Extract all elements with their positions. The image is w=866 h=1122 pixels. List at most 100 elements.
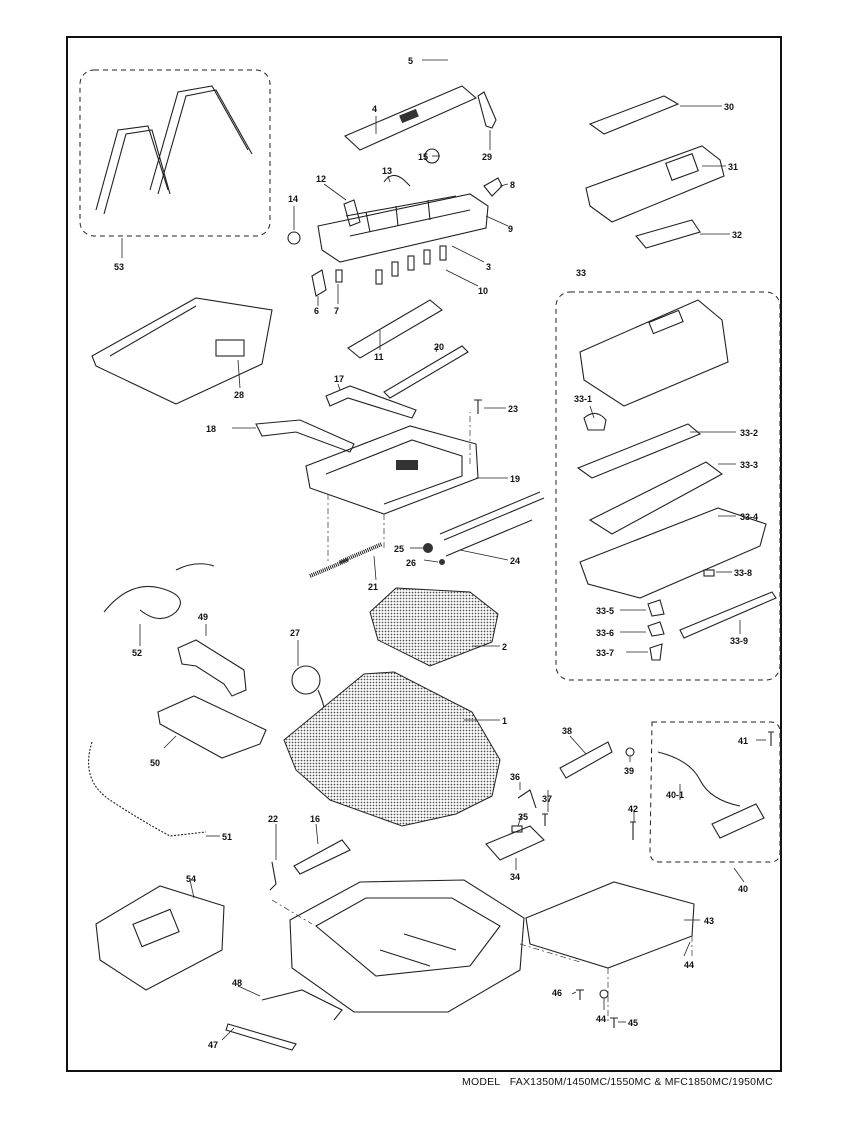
callout-36: 36 bbox=[510, 772, 520, 782]
callout-12: 12 bbox=[316, 174, 326, 184]
paper-tray-54 bbox=[95, 885, 225, 991]
callout-26: 26 bbox=[406, 558, 416, 568]
hook-13 bbox=[383, 174, 411, 187]
callout-39: 39 bbox=[624, 766, 634, 776]
callout-17: 17 bbox=[334, 374, 344, 384]
callout-20: 20 bbox=[434, 342, 444, 352]
callout-54: 54 bbox=[186, 874, 196, 884]
callout-4: 4 bbox=[372, 104, 377, 114]
callout-41: 41 bbox=[738, 736, 748, 746]
callout-14: 14 bbox=[288, 194, 298, 204]
callout-47: 47 bbox=[208, 1040, 218, 1050]
callout-50: 50 bbox=[150, 758, 160, 768]
rollers-24 bbox=[439, 491, 545, 557]
wire-support-part bbox=[95, 85, 253, 215]
handset-cradle-50 bbox=[157, 695, 267, 759]
callout-53: 53 bbox=[114, 262, 124, 272]
callout-48: 48 bbox=[232, 978, 242, 988]
callout-9: 9 bbox=[508, 224, 513, 234]
panel-sheet-31 bbox=[585, 145, 725, 223]
spring-14 bbox=[287, 231, 301, 245]
spring-7 bbox=[335, 269, 343, 283]
screw-46 bbox=[576, 989, 584, 1000]
callout-19: 19 bbox=[510, 474, 520, 484]
lever-6 bbox=[311, 269, 327, 297]
callout-24: 24 bbox=[510, 556, 520, 566]
control-panel-33 bbox=[579, 299, 729, 407]
power-cord-40-1 bbox=[657, 751, 741, 807]
speaker-27 bbox=[291, 665, 321, 695]
springs-10 bbox=[375, 245, 447, 285]
callout-33-2: 33-2 bbox=[740, 428, 758, 438]
callout-21: 21 bbox=[368, 582, 378, 592]
harness-47 bbox=[225, 1023, 297, 1051]
callout-44-a: 44 bbox=[684, 960, 694, 970]
callout-labels: 5 4 30 29 15 31 13 12 8 9 14 3 32 53 6 7… bbox=[114, 56, 758, 1050]
callout-29: 29 bbox=[482, 152, 492, 162]
center-line-b bbox=[271, 899, 581, 963]
roller-20 bbox=[383, 345, 469, 399]
output-tray-part bbox=[91, 297, 273, 405]
guide-33-9 bbox=[679, 591, 777, 639]
callout-33-7: 33-7 bbox=[596, 648, 614, 658]
board-34 bbox=[485, 825, 545, 861]
callout-52: 52 bbox=[132, 648, 142, 658]
callout-34: 34 bbox=[510, 872, 520, 882]
part-33-5 bbox=[647, 599, 665, 617]
callout-11: 11 bbox=[374, 352, 384, 362]
component-2 bbox=[369, 587, 499, 667]
callout-3: 3 bbox=[486, 262, 491, 272]
scanner-frame-part bbox=[317, 193, 489, 263]
callout-37: 37 bbox=[542, 794, 552, 804]
callout-27: 27 bbox=[290, 628, 300, 638]
callout-31: 31 bbox=[728, 162, 738, 172]
leader-lines bbox=[121, 59, 766, 1041]
lever-29 bbox=[477, 91, 497, 129]
callout-49: 49 bbox=[198, 612, 208, 622]
center-line-a bbox=[327, 412, 471, 564]
callout-15: 15 bbox=[418, 152, 428, 162]
board-38 bbox=[559, 741, 613, 779]
callout-18: 18 bbox=[206, 424, 216, 434]
callout-6: 6 bbox=[314, 306, 319, 316]
callout-40: 40 bbox=[738, 884, 748, 894]
spring-33-8 bbox=[703, 569, 715, 577]
callout-25: 25 bbox=[394, 544, 404, 554]
callout-35: 35 bbox=[518, 812, 528, 822]
callout-42: 42 bbox=[628, 804, 638, 814]
callout-10: 10 bbox=[478, 286, 488, 296]
document-cover-part bbox=[344, 85, 478, 151]
harness-48 bbox=[261, 989, 343, 1021]
callout-23: 23 bbox=[508, 404, 518, 414]
screw-41 bbox=[768, 731, 774, 746]
callout-1: 1 bbox=[502, 716, 507, 726]
callout-28: 28 bbox=[234, 390, 244, 400]
callout-33-5: 33-5 bbox=[596, 606, 614, 616]
callout-46: 46 bbox=[552, 988, 562, 998]
callout-40-1: 40-1 bbox=[666, 790, 684, 800]
rubber-keys-33-3 bbox=[588, 461, 724, 535]
guide-17 bbox=[325, 385, 417, 419]
guide-16 bbox=[293, 839, 351, 875]
group-box-53 bbox=[79, 69, 271, 237]
lower-base-part bbox=[289, 879, 525, 1013]
part-33-7 bbox=[649, 643, 663, 661]
gear-25 bbox=[423, 543, 433, 553]
callout-51: 51 bbox=[222, 832, 232, 842]
part-36 bbox=[517, 789, 537, 809]
component-1 bbox=[283, 671, 501, 827]
screw-37 bbox=[542, 813, 548, 826]
gear-26 bbox=[439, 559, 445, 565]
callout-45: 45 bbox=[628, 1018, 638, 1028]
callout-38: 38 bbox=[562, 726, 572, 736]
keypad-sheet-32 bbox=[635, 219, 701, 249]
callout-33: 33 bbox=[576, 268, 586, 278]
model-text: FAX1350M/1450MC/1550MC & MFC1850MC/1950M… bbox=[509, 1076, 773, 1088]
line-cord-52 bbox=[103, 563, 215, 620]
callout-22: 22 bbox=[268, 814, 278, 824]
model-footer: MODEL FAX1350M/1450MC/1550MC & MFC1850MC… bbox=[462, 1076, 773, 1088]
group-box-33 bbox=[555, 291, 781, 681]
group-box-40 bbox=[649, 721, 781, 863]
bottom-plate-43 bbox=[525, 881, 695, 969]
